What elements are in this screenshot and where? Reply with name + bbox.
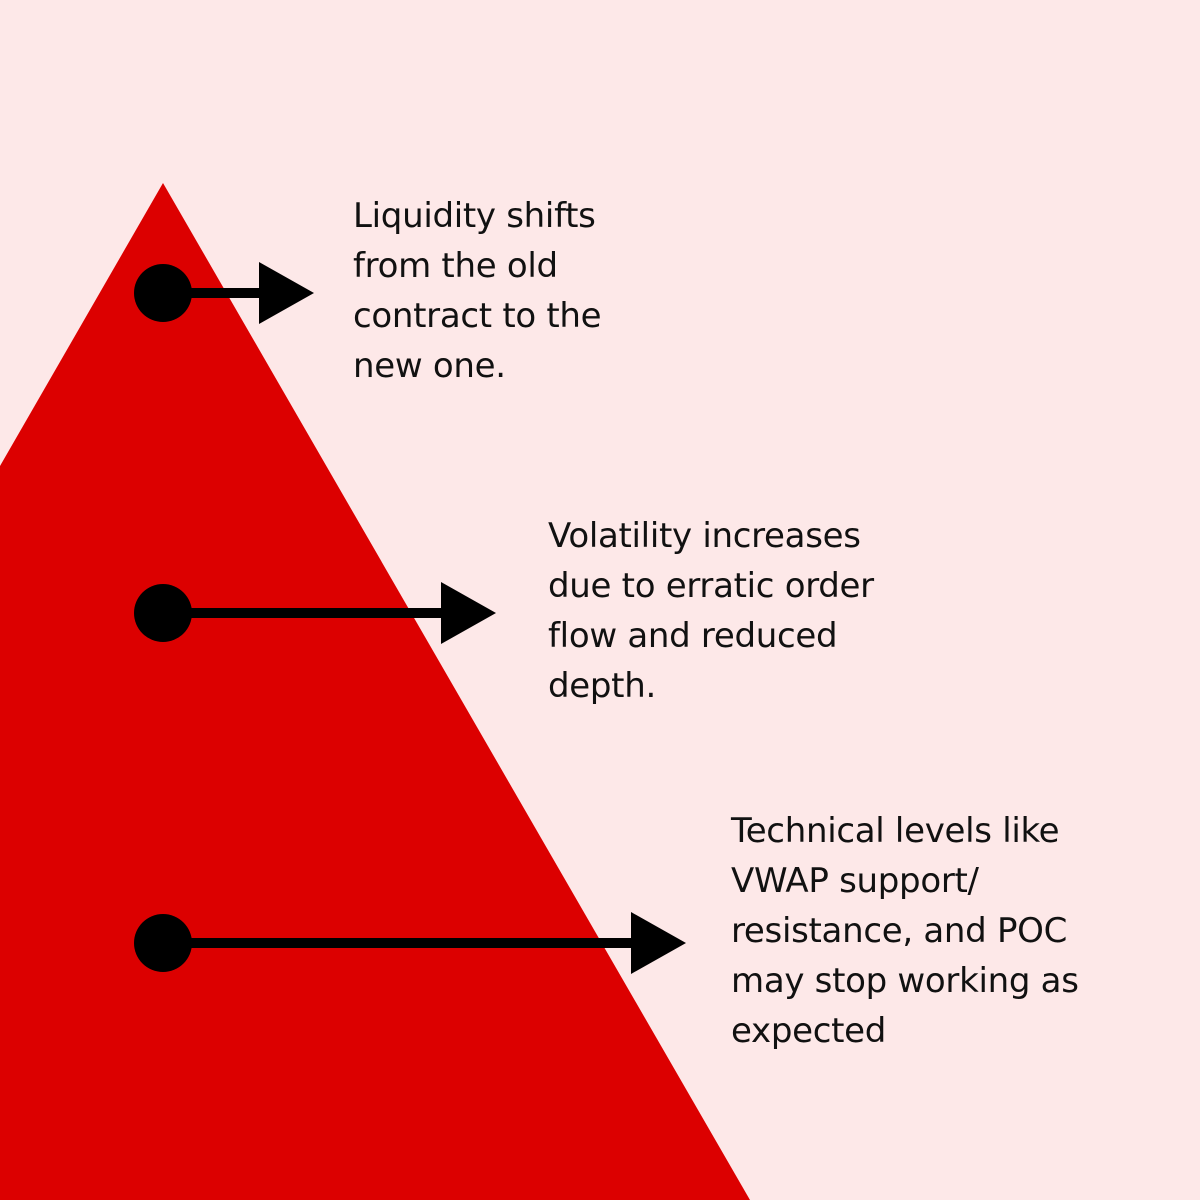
arrow-2-head: [441, 582, 496, 644]
callout-line: flow and reduced: [548, 616, 838, 656]
callout-line: VWAP support/: [731, 861, 979, 901]
arrow-3-head: [631, 912, 686, 974]
callout-liquidity: Liquidity shifts from the old contract t…: [353, 191, 602, 391]
arrow-2-shaft: [163, 608, 445, 618]
callout-line: may stop working as: [731, 961, 1079, 1001]
callout-line: Volatility increases: [548, 516, 861, 556]
arrow-1: [134, 262, 314, 324]
callout-line: depth.: [548, 666, 656, 706]
arrow-3-shaft: [163, 938, 635, 948]
callout-line: from the old: [353, 246, 558, 286]
arrow-2: [134, 582, 496, 644]
callout-technical-levels: Technical levels like VWAP support/ resi…: [731, 806, 1079, 1056]
callout-line: expected: [731, 1011, 887, 1051]
arrow-3: [134, 912, 686, 974]
callout-line: due to erratic order: [548, 566, 874, 606]
callout-line: Technical levels like: [731, 811, 1060, 851]
callout-line: Liquidity shifts: [353, 196, 596, 236]
callout-volatility: Volatility increases due to erratic orde…: [548, 511, 874, 711]
arrow-1-head: [259, 262, 314, 324]
callout-line: contract to the: [353, 296, 602, 336]
arrow-1-shaft: [163, 288, 263, 298]
callout-line: new one.: [353, 346, 506, 386]
callout-line: resistance, and POC: [731, 911, 1068, 951]
